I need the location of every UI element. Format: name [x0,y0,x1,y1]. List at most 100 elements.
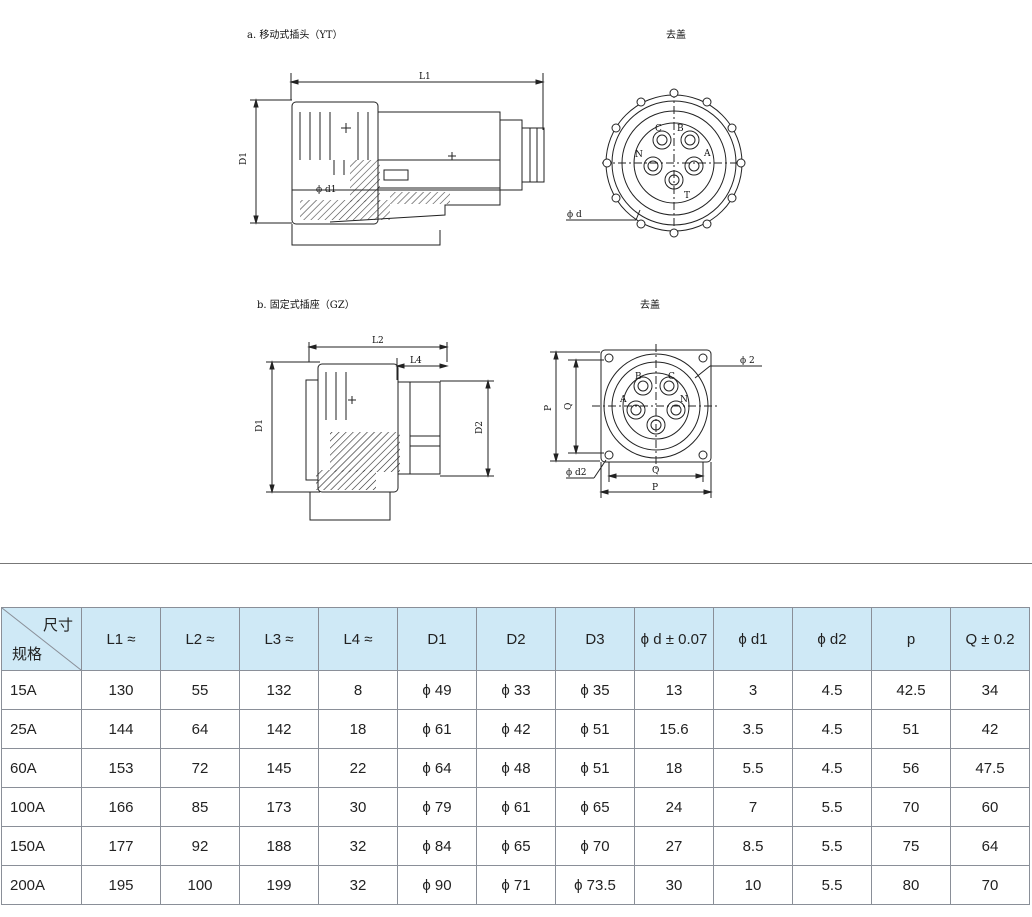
table-cell: 72 [160,748,240,788]
table-cell: ϕ 79 [397,787,477,827]
pin-B-socket: B [635,372,642,382]
pin-B-plug: B [677,124,684,134]
table-cell: 85 [160,787,240,827]
corner-label-size: 尺寸 [42,617,73,634]
dim-D1-socket: D1 [255,419,265,432]
table-cell: 132 [239,670,319,710]
table-cell: 195 [81,865,161,905]
dim-D2: D2 [475,421,485,434]
table-cell: 8.5 [713,826,793,866]
table-cell: 188 [239,826,319,866]
table-cell: 100 [160,865,240,905]
column-header: ϕ d2 [792,607,872,671]
pin-C-socket: C [668,372,675,382]
column-header: Q ± 0.2 [950,607,1030,671]
table-cell: 75 [871,826,951,866]
dim-Q-vertical: Q [564,403,574,410]
table-cell: 70 [871,787,951,827]
table-cell: ϕ 90 [397,865,477,905]
table-cell: 3.5 [713,709,793,749]
column-header: ϕ d ± 0.07 [634,607,714,671]
pin-A-plug: A [703,149,711,159]
table-cell: 51 [871,709,951,749]
table-cell: 34 [950,670,1030,710]
row-spec-cell: 150A [1,826,82,866]
column-header: p [871,607,951,671]
table-cell: 42.5 [871,670,951,710]
dim-phi-d: ϕ d [567,210,582,220]
column-header: D1 [397,607,477,671]
dim-P-horizontal: P [652,483,658,493]
table-cell: ϕ 61 [476,787,556,827]
table-cell: 166 [81,787,161,827]
table-cell: 145 [239,748,319,788]
socket-side-drawing: L2 L4 D1 D2 [255,336,494,521]
table-cell: 13 [634,670,714,710]
socket-front-drawing: B C A N ϕ 2 P Q ϕ d2 Q P [544,344,762,498]
table-cell: ϕ 61 [397,709,477,749]
table-cell: ϕ 35 [555,670,635,710]
dim-phi-2: ϕ 2 [740,356,755,366]
column-header: D3 [555,607,635,671]
column-header: L1 ≈ [81,607,161,671]
table-cell: 18 [318,709,398,749]
table-cell: ϕ 49 [397,670,477,710]
table-cell: 55 [160,670,240,710]
table-cell: ϕ 65 [555,787,635,827]
table-cell: 30 [634,865,714,905]
table-cell: 4.5 [792,670,872,710]
dimension-table: 尺寸 规格 L1 ≈ L2 ≈ L3 ≈ L4 ≈ D1 D2 D3 ϕ d ±… [1,607,1030,905]
table-cell: 22 [318,748,398,788]
column-header: D2 [476,607,556,671]
row-spec-cell: 100A [1,787,82,827]
column-header: L3 ≈ [239,607,319,671]
section-divider [0,563,1032,564]
table-cell: 24 [634,787,714,827]
pin-N-socket: N [680,395,688,405]
caption-plug-uncovered: 去盖 [666,30,686,41]
table-cell: 70 [950,865,1030,905]
table-cell: 32 [318,826,398,866]
table-cell: 199 [239,865,319,905]
table-cell: 5.5 [792,865,872,905]
caption-socket-uncovered: 去盖 [640,300,660,311]
table-cell: 5.5 [792,787,872,827]
table-cell: 5.5 [792,826,872,866]
pin-N-plug: N [635,150,643,160]
table-cell: 92 [160,826,240,866]
table-cell: 4.5 [792,709,872,749]
table-cell: 144 [81,709,161,749]
table-cell: 130 [81,670,161,710]
table-cell: 8 [318,670,398,710]
row-spec-cell: 60A [1,748,82,788]
plug-side-drawing: L1 D1 ϕ d1 [239,72,545,246]
table-cell: ϕ 84 [397,826,477,866]
table-cell: 42 [950,709,1030,749]
table-cell: ϕ 73.5 [555,865,635,905]
table-cell: 4.5 [792,748,872,788]
dim-Q-horizontal: Q [652,466,659,476]
caption-socket: b. 固定式插座（GZ） [257,300,355,311]
pin-C-plug: C [655,124,662,134]
dim-L2: L2 [372,336,384,346]
table-cell: ϕ 71 [476,865,556,905]
table-header-row: 尺寸 规格 L1 ≈ L2 ≈ L3 ≈ L4 ≈ D1 D2 D3 ϕ d ±… [1,607,1030,671]
table-cell: 173 [239,787,319,827]
table-cell: 153 [81,748,161,788]
table-cell: 56 [871,748,951,788]
plug-front-drawing: C B N A T ϕ d [566,88,746,238]
table-cell: 64 [950,826,1030,866]
table-cell: ϕ 65 [476,826,556,866]
table-cell: 177 [81,826,161,866]
column-header: ϕ d1 [713,607,793,671]
table-cell: 18 [634,748,714,788]
table-cell: 30 [318,787,398,827]
table-cell: 142 [239,709,319,749]
column-header: L2 ≈ [160,607,240,671]
table-cell: ϕ 51 [555,709,635,749]
